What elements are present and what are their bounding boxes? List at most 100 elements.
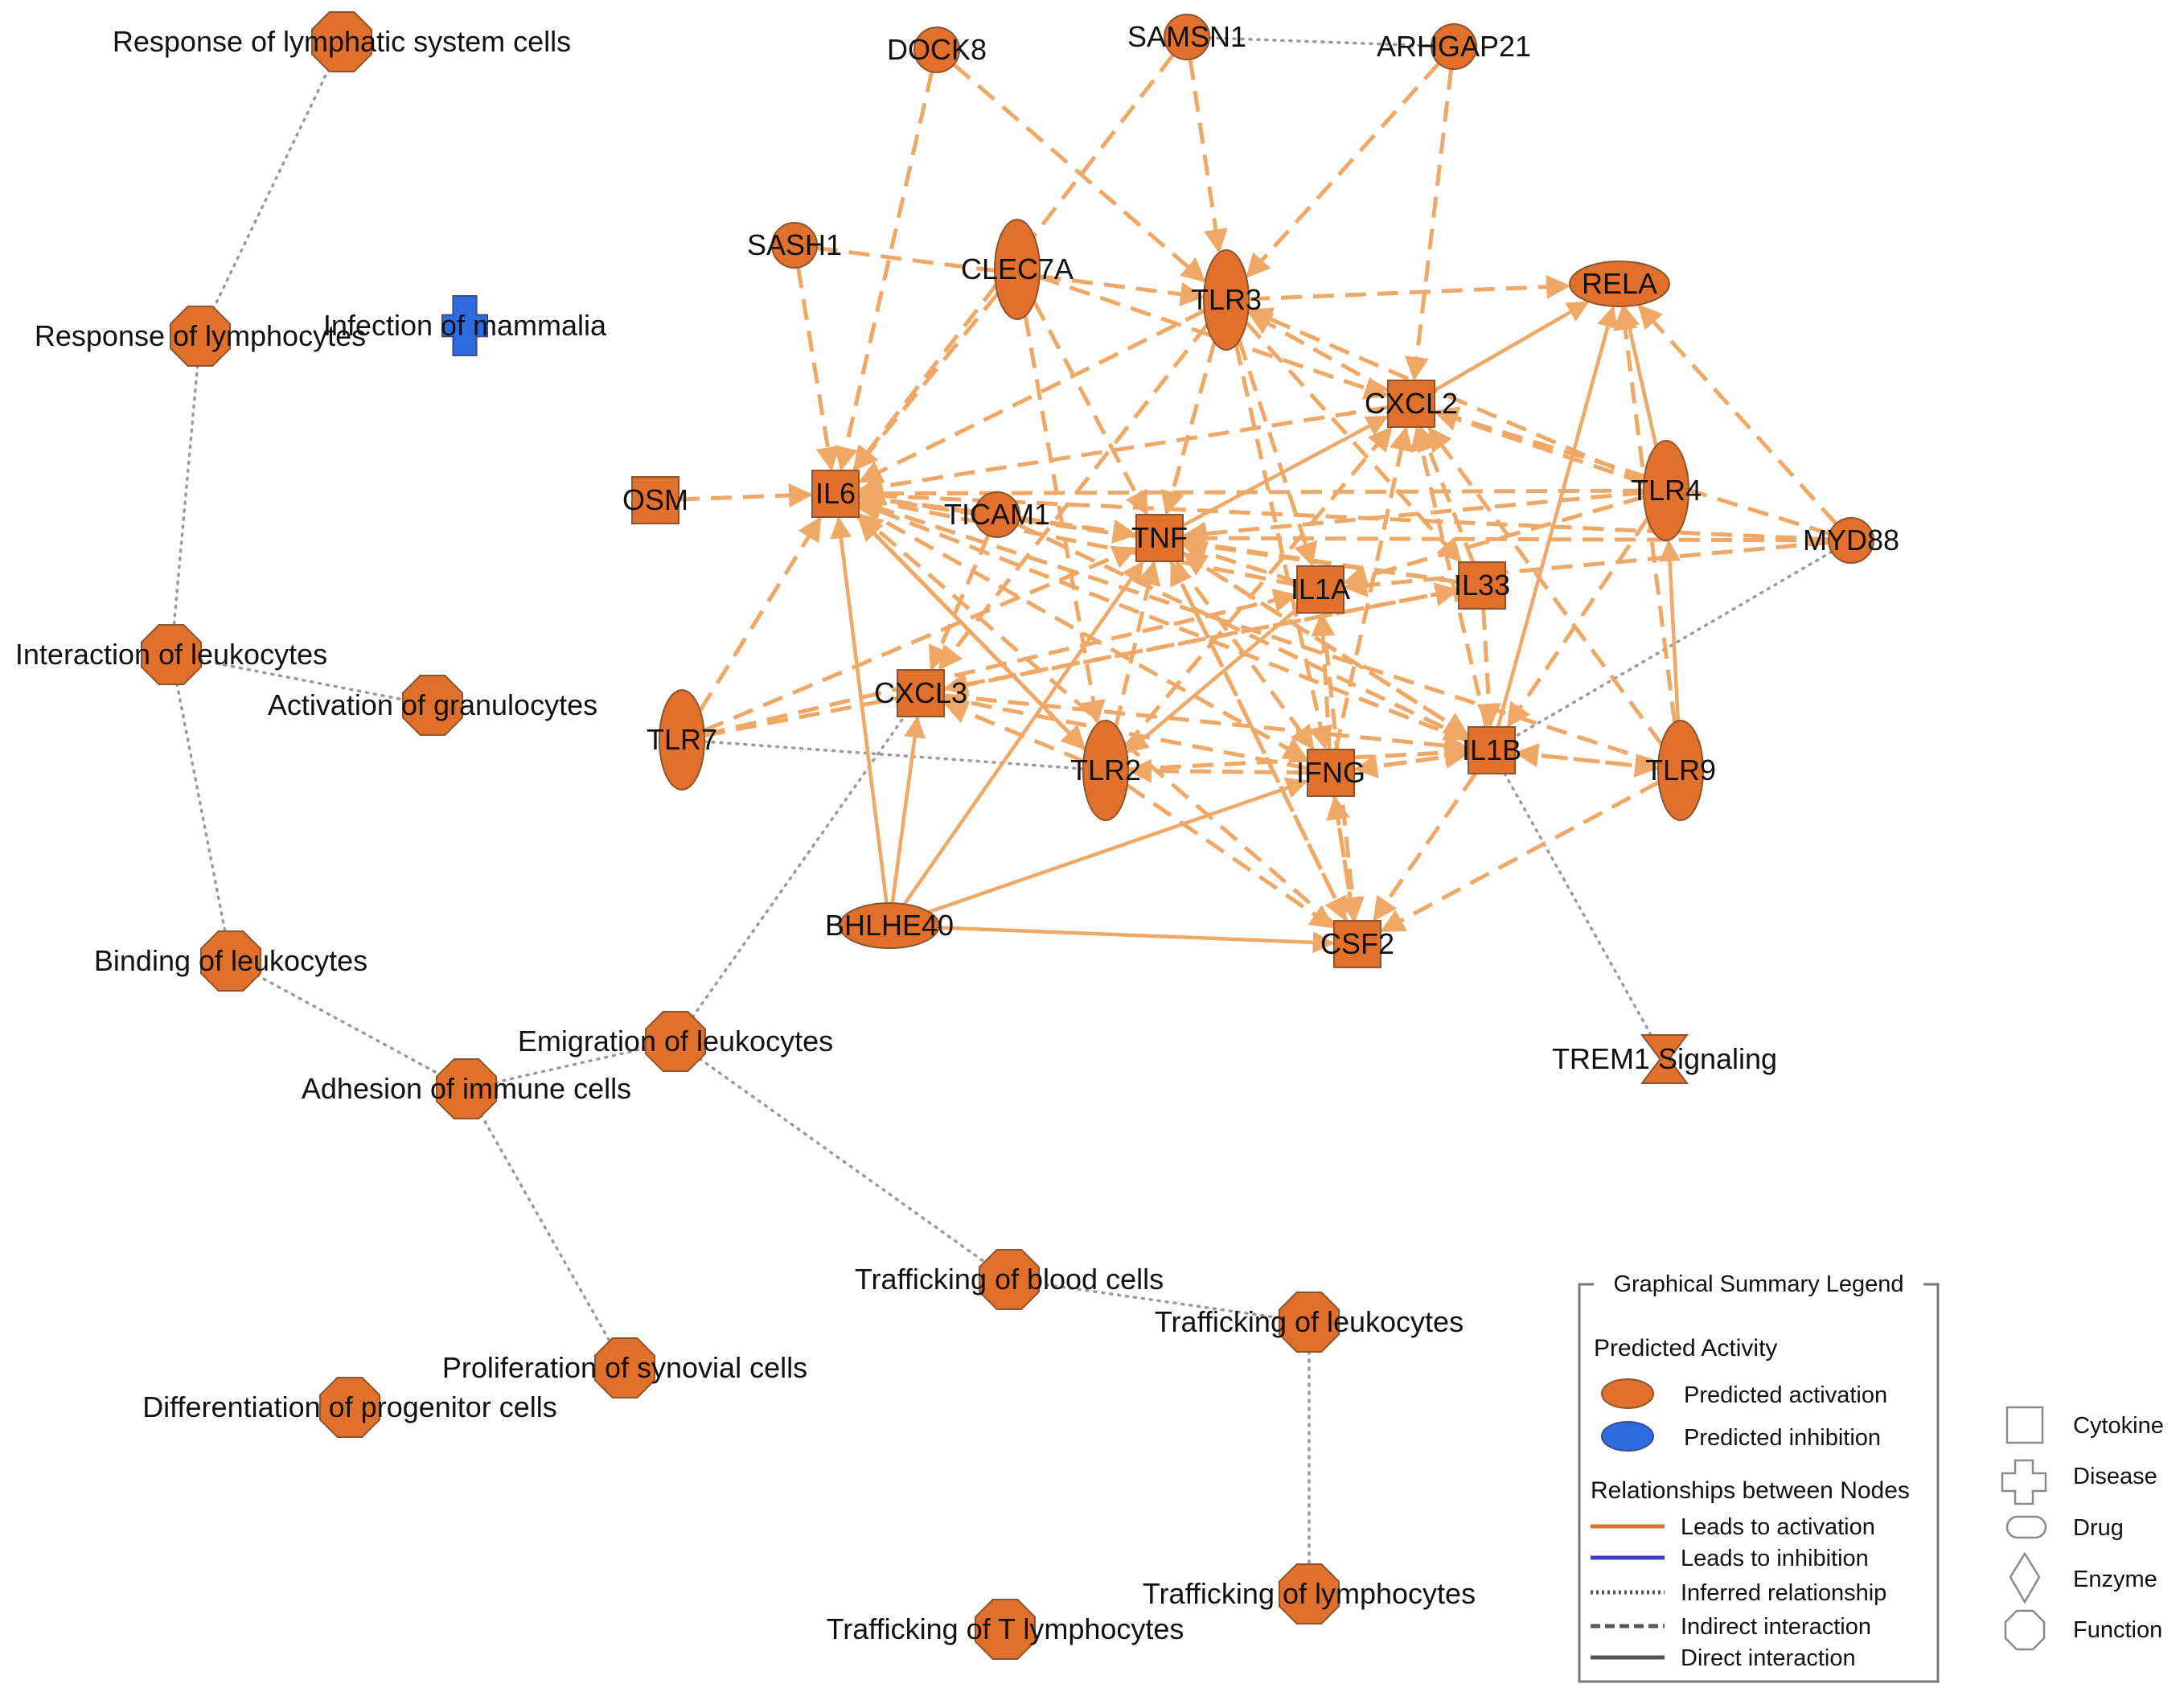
node-MYD88-label: MYD88: [1803, 524, 1899, 557]
node-infection_mammalia[interactable]: Infection of mammalia: [323, 295, 607, 356]
node-CXCL2[interactable]: CXCL2: [1365, 380, 1458, 428]
node-binding_leuk[interactable]: Binding of leukocytes: [94, 930, 367, 992]
node-IFNG-label: IFNG: [1296, 756, 1365, 789]
edge-CSF2-TNF: [1169, 561, 1349, 922]
node-IL6-shape: [811, 470, 860, 518]
edge-BHLHE40-TNF: [902, 561, 1144, 906]
node-interaction_leuk[interactable]: Interaction of leukocytes: [15, 624, 327, 685]
edge-IFNG-IL1A: [1311, 612, 1336, 750]
edge-binding_leuk-adhesion_immune: [255, 973, 441, 1076]
node-DOCK8[interactable]: DOCK8: [887, 27, 987, 73]
node-resp_lymph_sys-label: Response of lymphatic system cells: [113, 25, 571, 58]
edge-IL1B-CXCL2: [1410, 426, 1488, 728]
node-traff_t[interactable]: Trafficking of T lymphocytes: [827, 1599, 1184, 1660]
node-TNF[interactable]: TNF: [1131, 514, 1188, 562]
edge-IL6-IFNG: [857, 505, 1308, 761]
node-IL6[interactable]: IL6: [811, 470, 860, 518]
node-SASH1[interactable]: SASH1: [747, 222, 842, 269]
edge-TLR7-TNF: [703, 545, 1137, 733]
edge-resp_lymph_sys-resp_lymphocytes: [212, 67, 330, 310]
edge-CXCL2-RELA: [1433, 301, 1590, 392]
node-interaction_leuk-shape: [141, 624, 202, 685]
node-IL1B[interactable]: IL1B: [1462, 726, 1521, 774]
node-CXCL3-shape: [897, 669, 945, 717]
drug-shape-icon: [2005, 1515, 2047, 1539]
node-BHLHE40-shape: [839, 902, 940, 949]
node-ARHGAP21[interactable]: ARHGAP21: [1377, 23, 1531, 70]
node-traff_leuk[interactable]: Trafficking of leukocytes: [1155, 1292, 1464, 1353]
node-OSM-shape: [631, 476, 679, 524]
node-activation_gran[interactable]: Activation of granulocytes: [268, 675, 597, 736]
node-TLR2-label: TLR2: [1070, 754, 1141, 787]
legend-direct-interaction: Direct interaction: [1681, 1645, 1856, 1671]
node-traff_lymph[interactable]: Trafficking of lymphocytes: [1143, 1563, 1476, 1624]
node-MYD88[interactable]: MYD88: [1803, 517, 1899, 564]
node-DOCK8-shape: [913, 27, 960, 73]
node-IFNG[interactable]: IFNG: [1296, 749, 1365, 797]
edge-TLR4-IL1A: [1343, 495, 1644, 589]
legend-activation-swatch: [1601, 1378, 1654, 1409]
node-traff_lymph-label: Trafficking of lymphocytes: [1143, 1577, 1476, 1610]
node-CSF2[interactable]: CSF2: [1320, 920, 1394, 968]
node-TLR7[interactable]: TLR7: [647, 689, 717, 791]
edge-BHLHE40-IL6: [830, 516, 889, 904]
node-prolif_synovial-shape: [594, 1337, 655, 1398]
node-adhesion_immune[interactable]: Adhesion of immune cells: [302, 1058, 631, 1119]
node-TLR7-label: TLR7: [647, 723, 717, 756]
node-SAMSN1[interactable]: SAMSN1: [1127, 14, 1246, 60]
node-traff_leuk-shape: [1279, 1292, 1340, 1353]
node-traff_t-shape: [975, 1599, 1036, 1660]
nodes-layer: Response of lymphatic system cellsRespon…: [15, 11, 1899, 1660]
disease-shape-icon: [2001, 1459, 2047, 1505]
node-resp_lymphocytes-shape: [170, 306, 231, 367]
shape-key: Cytokine Disease Drug Enzyme Function: [2001, 1406, 2164, 1651]
shape-key-function: Function: [2073, 1617, 2162, 1643]
node-diff_progenitor[interactable]: Differentiation of progenitor cells: [142, 1377, 557, 1438]
node-TLR2-shape: [1082, 720, 1129, 821]
node-traff_blood[interactable]: Trafficking of blood cells: [855, 1249, 1164, 1310]
edge-IL33-CXCL2: [1417, 426, 1476, 563]
edge-emigration_leuk-CXCL3: [691, 716, 905, 1019]
edge-traff_blood-traff_leuk: [1037, 1282, 1280, 1320]
node-OSM[interactable]: OSM: [622, 476, 688, 524]
edge-IL1A-CSF2: [1320, 612, 1365, 922]
edge-BHLHE40-IFNG: [928, 777, 1308, 914]
legend-relationships-heading: Relationships between Nodes: [1591, 1477, 1910, 1504]
node-infection_mammalia-label: Infection of mammalia: [323, 309, 607, 342]
node-TLR4[interactable]: TLR4: [1631, 440, 1702, 541]
node-TICAM1[interactable]: TICAM1: [944, 491, 1050, 538]
node-prolif_synovial[interactable]: Proliferation of synovial cells: [442, 1337, 807, 1398]
node-emigration_leuk[interactable]: Emigration of leukocytes: [518, 1011, 833, 1072]
node-IL1A[interactable]: IL1A: [1291, 565, 1350, 614]
node-traff_lymph-shape: [1279, 1563, 1340, 1624]
edge-IFNG-CXCL2: [1333, 426, 1414, 750]
edge-TLR3-TNF: [1160, 341, 1217, 515]
node-TREM1-shape: [1640, 1034, 1689, 1084]
node-TLR3[interactable]: TLR3: [1191, 249, 1262, 351]
edge-TLR4-CXCL2: [1434, 408, 1645, 485]
node-TLR9[interactable]: TLR9: [1645, 720, 1716, 821]
node-BHLHE40[interactable]: BHLHE40: [825, 902, 954, 949]
node-TLR9-shape: [1657, 720, 1704, 821]
edge-BHLHE40-CSF2: [938, 926, 1335, 954]
legend-leads-to-inhibition: Leads to inhibition: [1681, 1546, 1869, 1571]
node-TREM1-label: TREM1 Signaling: [1552, 1042, 1777, 1075]
node-TLR2[interactable]: TLR2: [1070, 720, 1141, 821]
edge-CSF2-IFNG: [1326, 795, 1356, 922]
edge-interaction_leuk-activation_gran: [199, 659, 404, 701]
node-TREM1[interactable]: TREM1 Signaling: [1552, 1034, 1777, 1084]
node-CXCL2-shape: [1387, 380, 1435, 428]
node-BHLHE40-label: BHLHE40: [825, 909, 954, 942]
node-CLEC7A[interactable]: CLEC7A: [961, 219, 1074, 320]
node-IL1A-shape: [1296, 565, 1344, 614]
edge-TNF-IL1B: [1181, 551, 1469, 737]
edge-CXCL3-IL1B: [943, 693, 1469, 758]
edge-IL1B-IFNG: [1353, 751, 1469, 778]
node-resp_lymph_sys[interactable]: Response of lymphatic system cells: [113, 11, 571, 72]
node-CXCL3[interactable]: CXCL3: [874, 669, 967, 717]
node-resp_lymphocytes[interactable]: Response of lymphocytes: [35, 306, 366, 367]
edge-TICAM1-IL1B: [1016, 522, 1469, 741]
node-RELA[interactable]: RELA: [1569, 261, 1670, 307]
node-IL33[interactable]: IL33: [1454, 561, 1510, 610]
edge-TLR7-TLR2: [703, 740, 1083, 770]
